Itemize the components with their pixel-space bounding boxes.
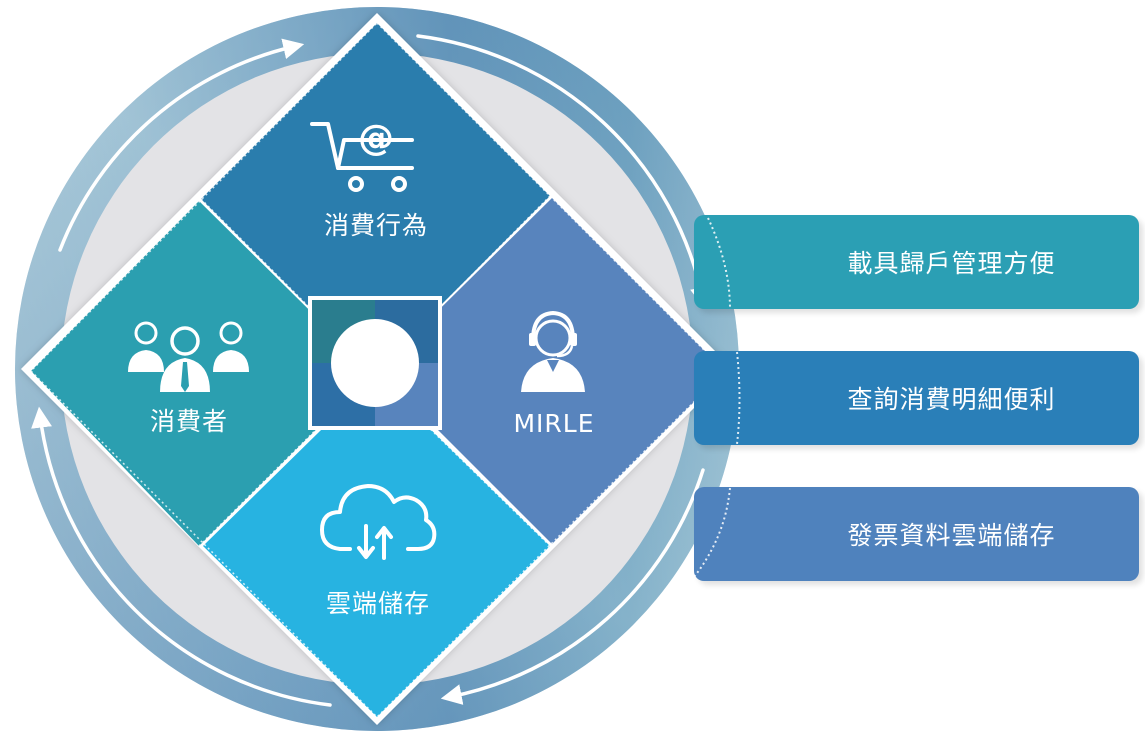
arrow-bottom-right	[440, 468, 705, 705]
quadrant-label-right: MIRLE	[513, 409, 595, 438]
quadrant-label-bottom: 雲端儲存	[325, 589, 430, 618]
quadrant-top	[201, 23, 550, 372]
shopping-cart-at-icon: @	[310, 118, 414, 192]
svg-text:@: @	[358, 118, 394, 159]
arrow-top-right	[416, 34, 711, 309]
people-group-icon	[128, 321, 249, 392]
feature-tab-3: 發票資料雲端儲存	[694, 487, 1139, 581]
customer-service-agent-icon	[521, 310, 585, 392]
quadrant-label-top: 消費行為	[323, 211, 428, 240]
center-logo	[308, 296, 442, 430]
arrow-bottom-left	[31, 406, 332, 707]
feature-tab-1: 載具歸戶管理方便	[694, 215, 1139, 309]
dotted-dividers	[29, 21, 727, 719]
feature-label: 發票資料雲端儲存	[847, 521, 1056, 550]
feature-tab-2: 查詢消費明細便利	[694, 351, 1139, 445]
feature-label: 查詢消費明細便利	[847, 385, 1056, 414]
arrow-top-left	[58, 38, 305, 252]
cycle-arrows	[31, 34, 711, 707]
cloud-upload-download-icon	[320, 484, 437, 560]
feature-label: 載具歸戶管理方便	[847, 249, 1056, 278]
quadrant-label-left: 消費者	[149, 407, 228, 436]
